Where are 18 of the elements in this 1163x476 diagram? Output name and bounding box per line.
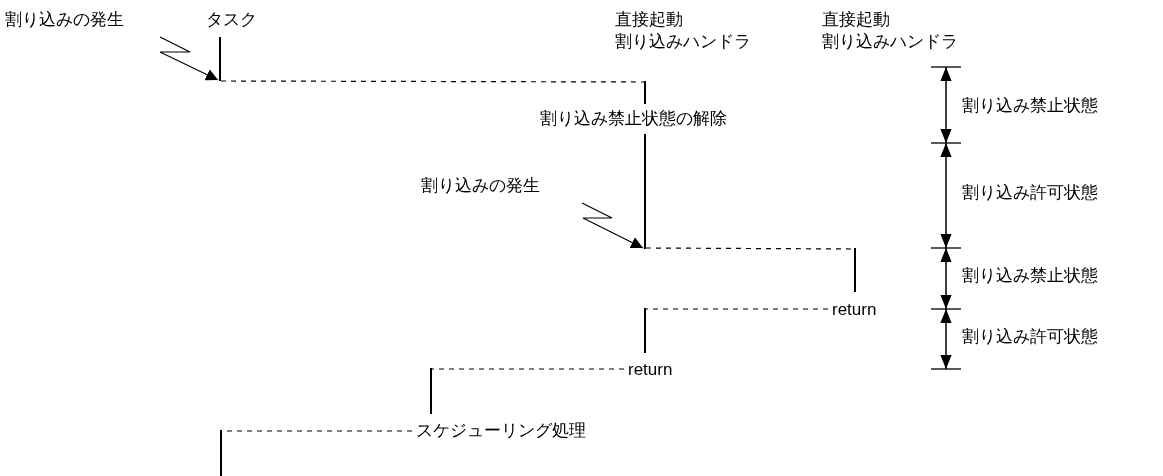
event-label: 割り込みの発生 (421, 176, 540, 195)
event-label: スケジューリング処理 (416, 421, 586, 440)
note: 割り込み禁止状態の解除 (540, 104, 727, 135)
interrupt-arrow (581, 202, 644, 249)
event-label: return (628, 360, 673, 379)
column-header: 直接起動割り込みハンドラ (615, 9, 751, 54)
dashed-connector (220, 80, 645, 83)
dashed-connector (429, 368, 625, 370)
column-header: タスク (206, 9, 257, 31)
state-label: 割り込み禁止状態 (962, 265, 1098, 287)
dashed-connector (643, 308, 829, 310)
state-label: 割り込み許可状態 (962, 182, 1098, 204)
column-header: 直接起動割り込みハンドラ (822, 9, 958, 54)
state-label: 割り込み禁止状態 (962, 95, 1098, 117)
event-label: 割り込みの発生 (5, 10, 124, 29)
state-label: 割り込み許可状態 (962, 326, 1098, 348)
event-label: return (832, 300, 877, 319)
interrupt-arrow (159, 36, 219, 81)
